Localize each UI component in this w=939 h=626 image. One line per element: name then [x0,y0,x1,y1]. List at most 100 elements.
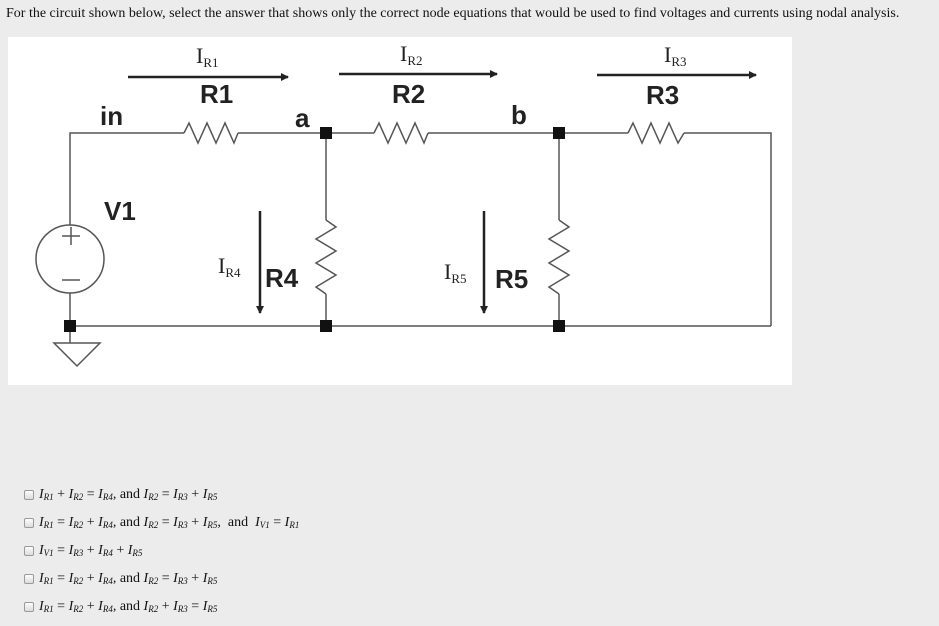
label-ir4: IR4 [218,253,241,280]
operator: + [83,599,99,614]
resistor-r2 [373,121,429,145]
operator: = [53,543,69,558]
current-symbol: IR2 [143,487,159,502]
current-symbol: IR3 [173,571,188,586]
label-v1: V1 [104,196,136,226]
connector-text: , and [112,571,144,586]
checkbox-option-2[interactable] [24,518,34,528]
operator: + [187,487,203,502]
connector-text: , and [112,599,144,614]
label-node-a: a [295,103,310,133]
current-symbol: IR2 [68,599,84,614]
current-symbol: IR1 [39,487,54,502]
question-text: For the circuit shown below, select the … [6,6,900,21]
node-a-marker [320,127,332,139]
current-symbol: IR3 [173,487,188,502]
operator: = [158,571,174,586]
checkbox-option-3[interactable] [24,546,34,556]
option-4[interactable]: IR1 = IR2 + IR4, and IR2 = IR3 + IR5 [24,570,217,588]
label-ir3: IR3 [664,42,687,69]
current-symbol: IR4 [98,515,113,530]
node-markers [64,127,565,332]
resistor-r4 [314,219,338,295]
current-symbol: IR2 [143,571,159,586]
current-symbol: IR4 [98,487,113,502]
current-symbol: IR4 [98,543,113,558]
current-symbol: IR3 [68,543,84,558]
operator: + [83,571,99,586]
node-ground-marker [64,320,76,332]
current-symbol: IR5 [127,543,143,558]
label-r3: R3 [646,80,679,110]
wires [69,132,772,343]
operator: = [53,599,69,614]
label-ir1: IR1 [196,43,219,70]
operator: + [158,599,174,614]
current-symbol: IR1 [284,515,300,530]
connector-text: , and [112,487,144,502]
operator: = [53,515,69,530]
current-symbol: IR3 [173,515,188,530]
current-symbol: IR4 [98,571,113,586]
operator: = [83,487,99,502]
current-symbol: IV1 [39,543,54,558]
wire-r3-right [684,132,772,326]
operator: + [83,515,99,530]
option-equation: IV1 = IR3 + IR4 + IR5 [39,543,142,559]
node-b-marker [553,127,565,139]
checkbox-option-5[interactable] [24,602,34,612]
label-node-b: b [511,100,527,130]
connector-text: , and [217,515,256,530]
current-symbol: IR2 [68,487,84,502]
wire-left-top [69,132,184,245]
operator: + [187,571,203,586]
resistor-r1 [183,121,239,145]
option-1[interactable]: IR1 + IR2 = IR4, and IR2 = IR3 + IR5 [24,486,217,504]
operator: + [83,543,99,558]
node-bottom-b-marker [553,320,565,332]
operator: = [158,487,174,502]
current-symbol: IR2 [68,515,84,530]
option-equation: IR1 = IR2 + IR4, and IR2 + IR3 = IR5 [39,599,217,615]
current-symbol: IR5 [202,571,218,586]
label-r1: R1 [200,79,233,109]
operator: = [187,599,203,614]
resistors [183,121,685,295]
option-3[interactable]: IV1 = IR3 + IR4 + IR5 [24,542,142,560]
current-symbol: IR2 [143,515,159,530]
current-symbol: IR5 [202,599,218,614]
circuit-svg: in V1 a b R1 R2 R3 R4 R5 IR1 IR2 IR3 IR4… [35,41,772,368]
current-symbol: IV1 [255,515,270,530]
current-symbol: IR1 [39,571,54,586]
option-5[interactable]: IR1 = IR2 + IR4, and IR2 + IR3 = IR5 [24,598,217,616]
label-ir5: IR5 [444,259,467,286]
operator: = [158,515,174,530]
option-equation: IR1 = IR2 + IR4, and IR2 = IR3 + IR5, an… [39,515,299,531]
label-r5: R5 [495,264,528,294]
ground-icon [52,342,102,368]
label-r2: R2 [392,79,425,109]
option-2[interactable]: IR1 = IR2 + IR4, and IR2 = IR3 + IR5, an… [24,514,299,532]
node-bottom-a-marker [320,320,332,332]
resistor-r3 [627,121,685,145]
voltage-source-v1 [35,224,105,294]
current-symbol: IR5 [202,515,218,530]
operator: + [112,543,128,558]
connector-text: , and [112,515,144,530]
current-symbol: IR3 [173,599,188,614]
current-symbol: IR2 [143,599,159,614]
current-symbol: IR1 [39,515,54,530]
current-symbol: IR4 [98,599,113,614]
current-arrows [128,70,757,314]
current-symbol: IR2 [68,571,84,586]
circuit-diagram: in V1 a b R1 R2 R3 R4 R5 IR1 IR2 IR3 IR4… [8,37,792,385]
label-r4: R4 [265,263,299,293]
checkbox-option-4[interactable] [24,574,34,584]
operator: + [187,515,203,530]
checkbox-option-1[interactable] [24,490,34,500]
label-in: in [100,101,123,131]
operator: + [53,487,69,502]
current-symbol: IR1 [39,599,54,614]
current-symbol: IR5 [202,487,218,502]
option-equation: IR1 = IR2 + IR4, and IR2 = IR3 + IR5 [39,571,217,587]
